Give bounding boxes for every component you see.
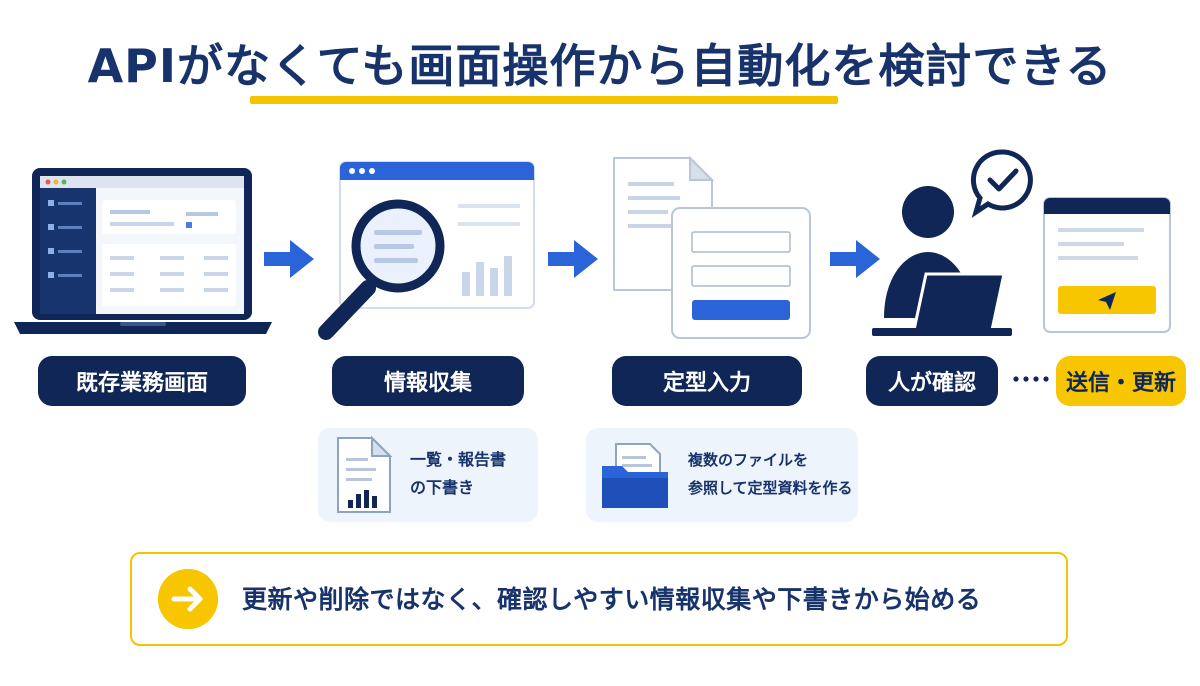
report-document-icon <box>337 435 393 513</box>
step-label: 定型入力 <box>662 371 751 396</box>
step-information-gathering: 情報収集 <box>332 356 524 406</box>
step-send-update: 送信・更新 <box>1056 356 1186 406</box>
arrow-right-icon <box>158 569 218 629</box>
dotted-connector <box>1013 376 1049 382</box>
banner-text: 更新や削除ではなく、確認しやすい情報収集や下書きから始める <box>242 585 982 614</box>
arrow-right-icon <box>548 240 598 278</box>
step-human-check: 人が確認 <box>866 356 998 406</box>
title-underline <box>250 96 838 104</box>
step-label: 情報収集 <box>383 371 472 396</box>
step-label: 既存業務画面 <box>75 371 208 396</box>
page-title: APIがなくても画面操作から自動化を検討できる <box>87 39 1113 93</box>
note-card-multiple-files: 複数のファイルを 参照して定型資料を作る <box>586 428 858 522</box>
step-label: 人が確認 <box>887 371 976 396</box>
step-existing-screen: 既存業務画面 <box>38 356 246 406</box>
key-message-banner <box>130 552 1068 646</box>
arrow-right-icon <box>264 240 314 278</box>
note-card-report-draft: 一覧・報告書 の下書き <box>318 428 538 522</box>
note-text: 複数のファイルを 参照して定型資料を作る <box>688 451 853 497</box>
step-label: 送信・更新 <box>1065 371 1176 396</box>
note-text: 一覧・報告書 の下書き <box>410 450 507 497</box>
folder-icon <box>602 443 668 508</box>
arrow-right-icon <box>830 240 880 278</box>
step-routine-input: 定型入力 <box>612 356 802 406</box>
